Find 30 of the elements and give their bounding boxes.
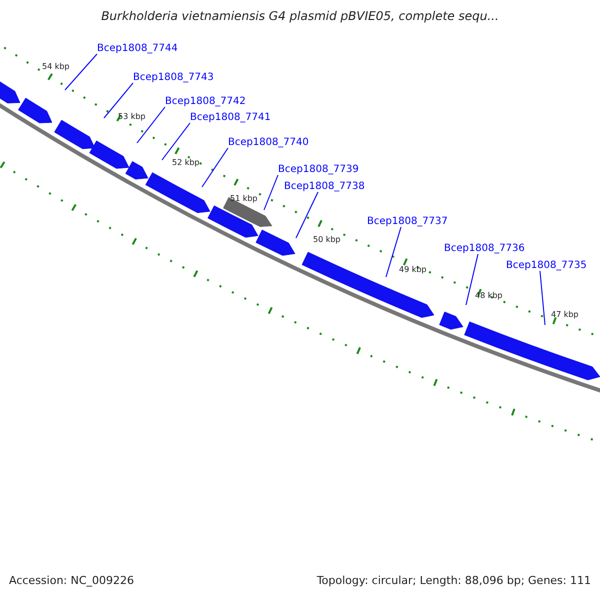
- scale-label: 47 kbp: [551, 311, 579, 320]
- scale-label: 49 kbp: [399, 266, 427, 275]
- gene-label: Bcep1808_7738: [284, 181, 365, 192]
- scale-label: 48 kbp: [475, 292, 503, 301]
- leader-line: [104, 82, 134, 118]
- scale-label: 50 kbp: [313, 236, 341, 245]
- gene-label: Bcep1808_7743: [133, 72, 214, 83]
- gene-label: Bcep1808_7735: [506, 260, 587, 271]
- gene-label: Bcep1808_7741: [190, 112, 271, 123]
- leader-line: [202, 148, 228, 188]
- leader-line: [264, 174, 278, 210]
- map-title: Burkholderia vietnamiensis G4 plasmid pBVIE05, complete sequ...: [100, 10, 500, 24]
- leader-line: [466, 254, 478, 306]
- gene-label: Bcep1808_7742: [165, 96, 246, 107]
- leader-line: [162, 122, 190, 160]
- scale-label: 51 kbp: [230, 195, 258, 204]
- topology-text: Topology: circular; Length: 88,096 bp; Genes: 111: [316, 575, 591, 588]
- gene-label: Bcep1808_7737: [367, 216, 448, 227]
- leader-line: [64, 54, 98, 90]
- leader-line: [136, 106, 166, 144]
- leader-line: [296, 192, 318, 238]
- accession-text: Accession: NC_009226: [9, 575, 134, 588]
- gene-label: Bcep1808_7736: [444, 243, 525, 254]
- scale-label: 54 kbp: [42, 63, 70, 72]
- leader-line: [386, 226, 402, 278]
- scale-label: 52 kbp: [172, 159, 200, 168]
- gene-label: Bcep1808_7739: [278, 164, 359, 175]
- gene-label: Bcep1808_7740: [228, 137, 309, 148]
- leader-line: [540, 270, 546, 326]
- gene-label: Bcep1808_7744: [97, 43, 178, 54]
